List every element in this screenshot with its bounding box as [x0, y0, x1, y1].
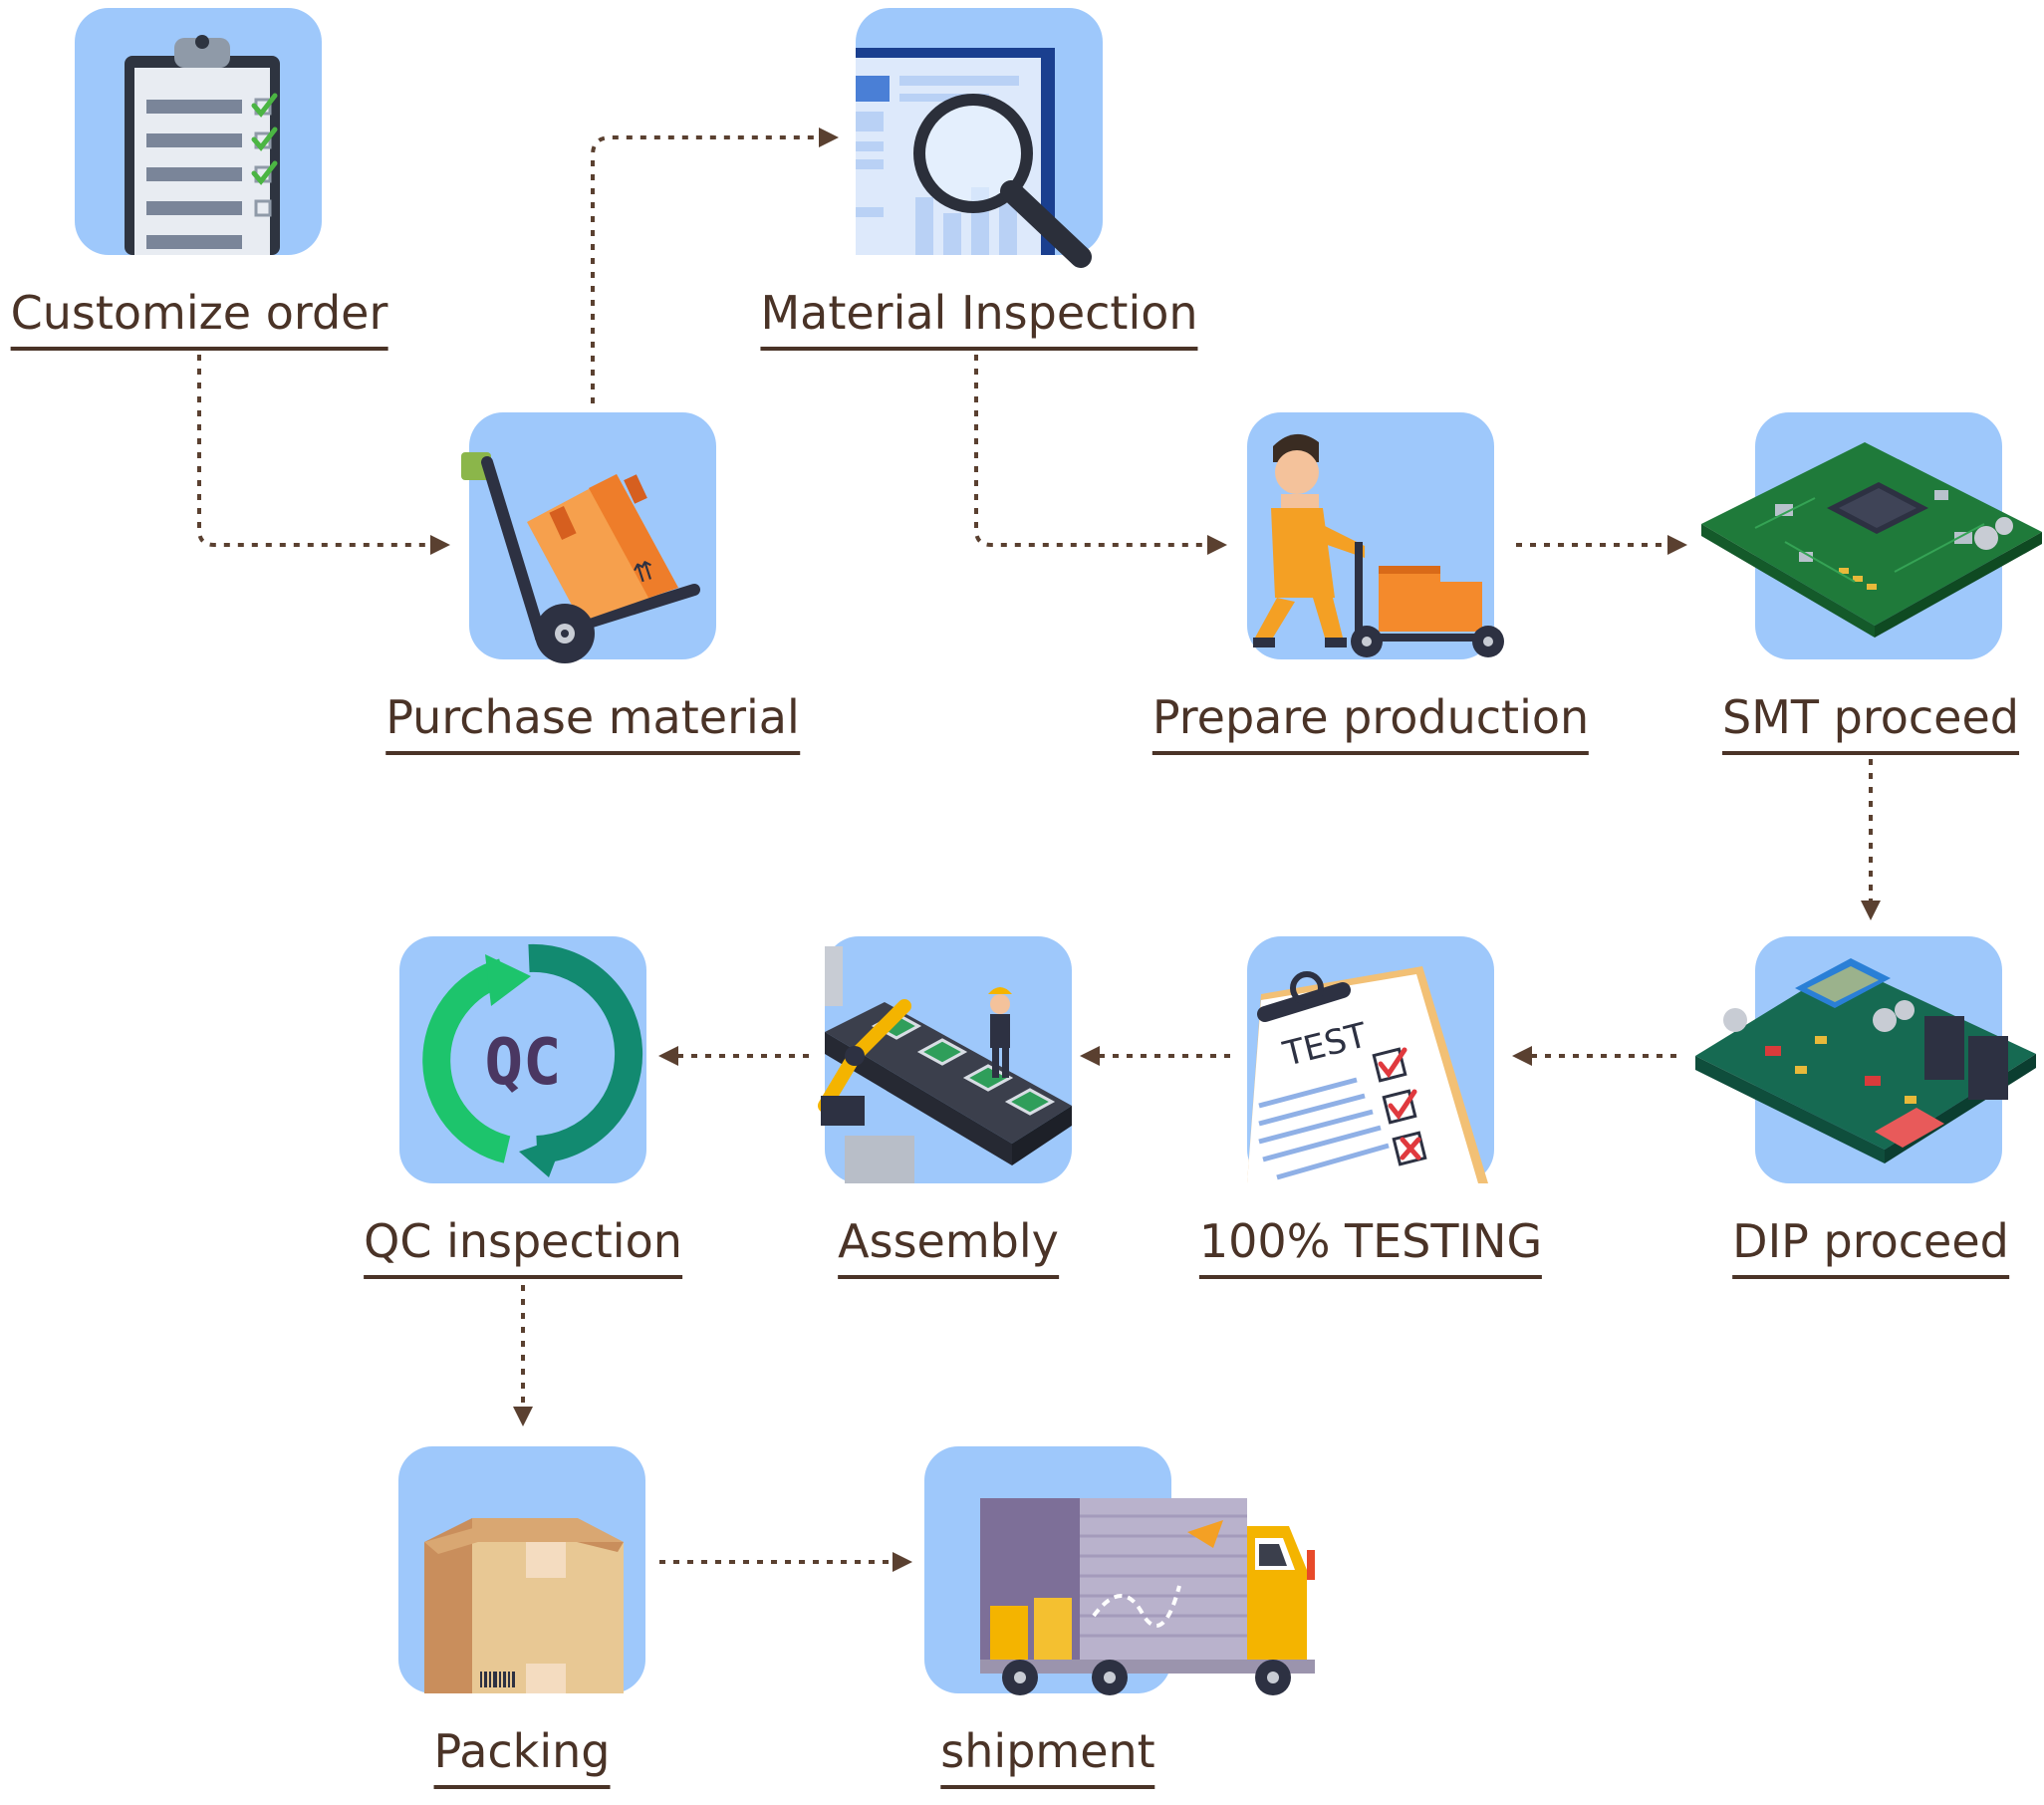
arrow-inspection-to-prepare	[974, 355, 1227, 555]
dip-board-icon	[1695, 936, 2036, 1183]
step-label: Prepare production	[1151, 689, 1590, 755]
arrow-purchase-to-inspection	[591, 128, 839, 403]
step-label: Packing	[433, 1723, 611, 1789]
delivery-truck-icon	[924, 1446, 1315, 1695]
step-label: Customize order	[10, 285, 388, 351]
hand-truck-box-icon: ⇈	[461, 412, 716, 663]
step-label: DIP proceed	[1732, 1213, 2009, 1279]
step-label: SMT proceed	[1722, 689, 2019, 755]
step-label: Purchase material	[385, 689, 800, 755]
assembly-line-icon	[818, 936, 1072, 1183]
step-label: Material Inspection	[760, 285, 1198, 351]
qc-text: QC	[484, 1026, 561, 1100]
step-label: Assembly	[838, 1213, 1059, 1279]
qc-cycle-icon: QC	[399, 936, 646, 1183]
worker-cart-icon	[1247, 412, 1504, 659]
step-label: shipment	[940, 1723, 1155, 1789]
arrow-customize-to-purchase	[197, 355, 450, 555]
clipboard-checklist-icon	[75, 8, 322, 255]
step-label: QC inspection	[364, 1213, 682, 1279]
test-clipboard-icon: TEST	[1247, 936, 1494, 1183]
circuit-board-icon	[1701, 412, 2042, 659]
cardboard-box-icon	[398, 1446, 645, 1693]
step-label: 100% TESTING	[1198, 1213, 1543, 1279]
magnifier-document-icon	[856, 8, 1103, 268]
